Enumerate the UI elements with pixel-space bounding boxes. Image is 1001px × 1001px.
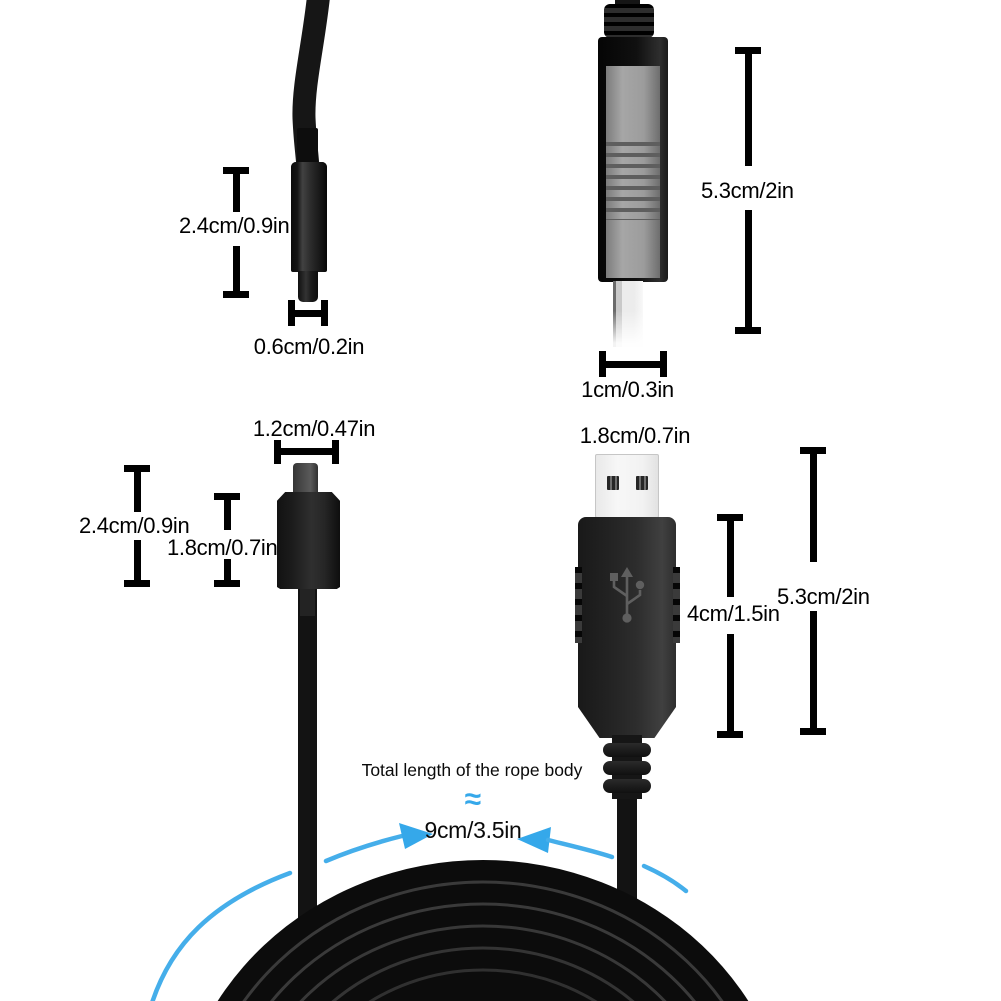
inline-connector-tip-width-label: 1cm/0.3in bbox=[581, 377, 674, 402]
dc-plug-strain-relief bbox=[297, 128, 318, 165]
cable-coil bbox=[217, 860, 749, 1001]
inline-connector-height-label: 5.3cm/2in bbox=[701, 178, 794, 203]
micro-usb-overall-height-label: 2.4cm/0.9in bbox=[79, 513, 190, 538]
usb-a-metal-shell bbox=[595, 454, 659, 518]
usb-a-overall-height-label: 5.3cm/2in bbox=[777, 584, 870, 609]
left-arrowhead-icon bbox=[399, 823, 433, 849]
inline-connector-nut bbox=[604, 4, 654, 38]
usb-a-width-label: 1.8cm/0.7in bbox=[579, 423, 691, 448]
right-arrowhead-icon bbox=[517, 827, 551, 853]
dc-plug-tip-width-label: 0.6cm/0.2in bbox=[253, 334, 365, 359]
inline-connector-tip bbox=[613, 281, 643, 347]
micro-usb-strain-relief bbox=[300, 584, 315, 616]
dc-plug-tip bbox=[298, 271, 318, 302]
micro-usb-tip bbox=[293, 463, 318, 494]
rope-length-arrow-left bbox=[150, 823, 433, 1001]
usb-a-body-height-label: 4cm/1.5in bbox=[687, 601, 780, 626]
usb-a-body bbox=[578, 517, 676, 738]
rope-length-caption: Total length of the rope body bbox=[361, 760, 583, 780]
micro-usb-body-height-label: 1.8cm/0.7in bbox=[167, 535, 278, 560]
micro-usb-body bbox=[277, 492, 340, 589]
usb-a-pin-window-left bbox=[607, 476, 619, 490]
dc-plug-barrel bbox=[291, 162, 327, 272]
usb-a-grip-rib-left bbox=[575, 567, 582, 643]
usb-a-cable bbox=[617, 793, 637, 923]
usb-a-strain-ring bbox=[603, 761, 651, 775]
approx-symbol: ≈ bbox=[464, 783, 482, 816]
micro-usb-width-label: 1.2cm/0.47in bbox=[252, 416, 376, 441]
usb-a-grip-rib-right bbox=[673, 567, 680, 643]
micro-usb-cable bbox=[298, 584, 317, 918]
dc-plug-height-label: 2.4cm/0.9in bbox=[179, 213, 290, 238]
usb-a-pin-window-right bbox=[636, 476, 648, 490]
rope-length-arrow-right bbox=[517, 827, 689, 894]
rope-length-label: 9cm/3.5in bbox=[424, 817, 522, 843]
inline-connector-grip-ribs bbox=[606, 142, 660, 220]
usb-trident-icon bbox=[610, 567, 645, 623]
usb-a-strain-ring bbox=[603, 779, 651, 793]
usb-a-strain-ring bbox=[603, 743, 651, 757]
